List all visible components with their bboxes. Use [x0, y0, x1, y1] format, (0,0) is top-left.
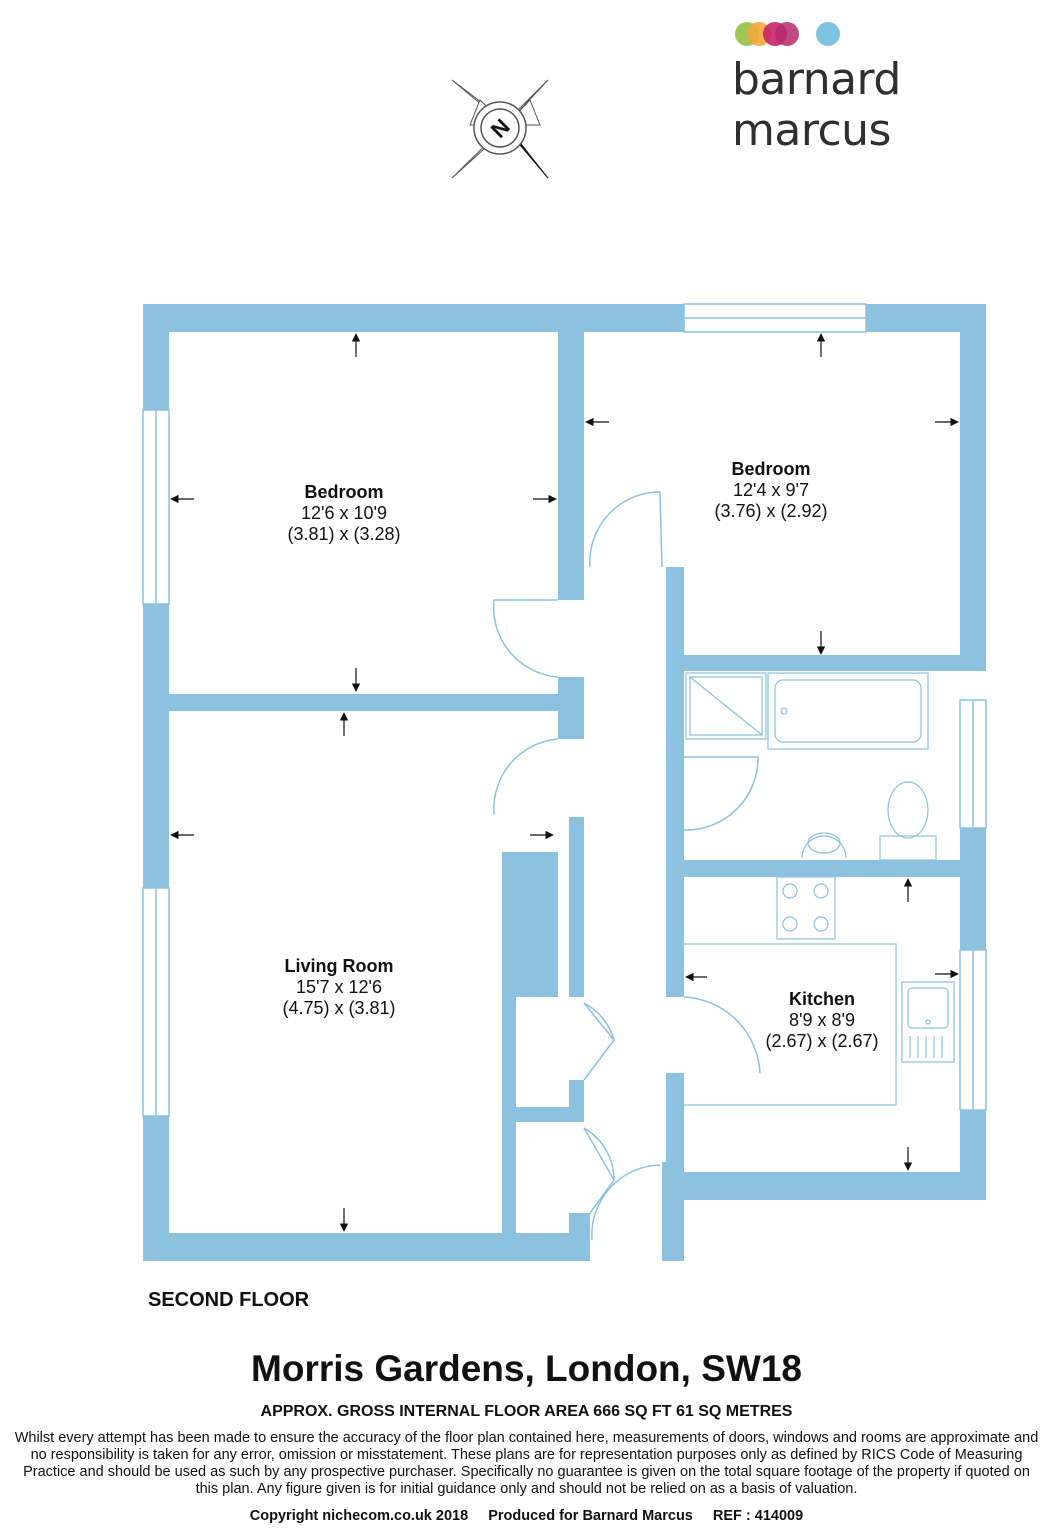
door-cupboard1 [583, 1002, 615, 1081]
door-cupboard2 [583, 1127, 615, 1214]
brand-dots [735, 22, 840, 46]
room-label-bedroom-2: Bedroom 12'4 x 9'7 (3.76) x (2.92) [681, 459, 861, 522]
room-imperial: 15'7 x 12'6 [296, 977, 382, 997]
room-metric: (3.76) x (2.92) [714, 501, 828, 521]
door-kitchen [683, 996, 761, 1074]
footer-ref: REF : 414009 [712, 1508, 804, 1524]
brand-dot-plum [775, 22, 799, 46]
disclaimer-text: Whilst every attempt has been made to en… [14, 1430, 1039, 1497]
door-bedroom1 [492, 599, 559, 678]
room-label-kitchen: Kitchen 8'9 x 8'9 (2.67) x (2.67) [732, 989, 912, 1052]
floor-plan: N [142, 79, 987, 1261]
room-label-bedroom-1: Bedroom 12'6 x 10'9 (3.81) x (3.28) [254, 482, 434, 545]
floor-area: APPROX. GROSS INTERNAL FLOOR AREA 666 SQ… [260, 1403, 793, 1420]
room-imperial: 8'9 x 8'9 [789, 1010, 855, 1030]
basin [801, 835, 847, 859]
measurement-arrows [170, 333, 959, 1232]
room-imperial: 12'6 x 10'9 [301, 503, 387, 523]
room-metric: (3.81) x (3.28) [287, 524, 401, 544]
room-label-living-room: Living Room 15'7 x 12'6 (4.75) x (3.81) [249, 956, 429, 1019]
door-bedroom2 [589, 491, 663, 568]
room-name: Bedroom [731, 459, 811, 479]
footer-copyright: Copyright nichecom.co.uk 2018 [249, 1508, 469, 1524]
brand-logo-text: barnard marcus [732, 54, 901, 156]
door-living [493, 738, 559, 815]
footer: Copyright nichecom.co.uk 2018 Produced f… [0, 1508, 1053, 1524]
bathtub [767, 672, 929, 750]
floor-label: SECOND FLOOR [148, 1289, 310, 1311]
room-name: Kitchen [788, 989, 855, 1009]
room-name: Bedroom [304, 482, 384, 502]
fixtures [684, 672, 955, 1106]
footer-produced: Produced for Barnard Marcus [488, 1508, 693, 1524]
walls [143, 304, 986, 1261]
room-name: Living Room [284, 956, 394, 976]
kitchen-sink [901, 981, 955, 1063]
room-imperial: 12'4 x 9'7 [733, 480, 809, 500]
hob [776, 876, 836, 940]
property-address: Morris Gardens, London, SW18 [251, 1348, 802, 1389]
toilet [887, 781, 929, 839]
doors [492, 491, 761, 1241]
brand-dot-blue [816, 22, 840, 46]
room-metric: (4.75) x (3.81) [282, 998, 396, 1018]
kitchen-worktop [684, 943, 897, 1106]
compass-rose-icon: N [451, 79, 549, 179]
shower [685, 672, 767, 740]
door-bathroom [683, 756, 759, 831]
windows [142, 303, 987, 1117]
door-entrance [591, 1164, 661, 1241]
room-metric: (2.67) x (2.67) [765, 1031, 879, 1051]
